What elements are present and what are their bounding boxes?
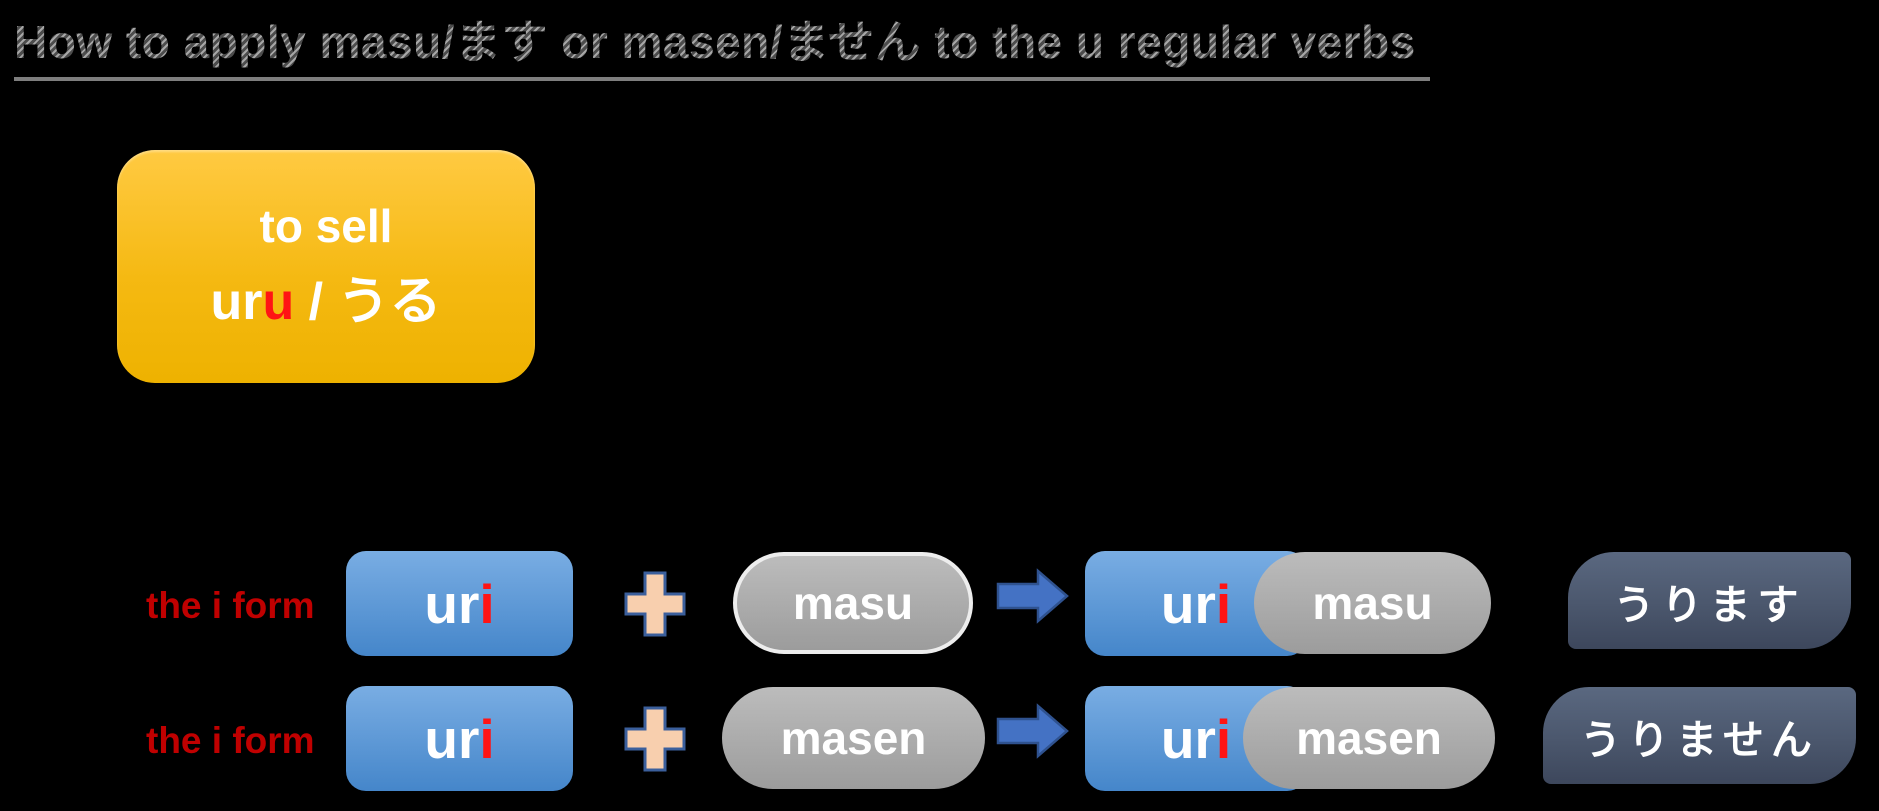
row2-result-suffix-text: masen [1296, 712, 1442, 764]
row1-i-form-label: the i form [146, 585, 315, 626]
verb-separator: / [294, 273, 338, 331]
row2-stem-text: ur [424, 707, 480, 770]
row2-suffix-text: masen [780, 712, 927, 764]
row1-kana-result-box: うります [1568, 552, 1851, 649]
verb-kana: うる [337, 273, 442, 331]
row1-result-suffix-pill: masu [1254, 552, 1491, 654]
row2-result-suffix-pill: masen [1243, 687, 1495, 789]
page-title: How to apply masu/ます or masen/ません to the… [14, 6, 1430, 81]
arrow-right-icon [996, 568, 1069, 624]
verb-ending-highlight: u [262, 273, 295, 331]
row1-kana-result-text: うります [1613, 581, 1806, 628]
row2-i-form-label: the i form [146, 720, 315, 761]
row1-result-stem-vowel: i [1215, 572, 1232, 635]
row2-kana-result-text: うりません [1580, 716, 1819, 763]
row2-stem-vowel: i [479, 707, 495, 770]
row1-stem-text: ur [424, 572, 480, 635]
row1-result-suffix-text: masu [1312, 577, 1433, 629]
row2-result-stem-vowel: i [1215, 707, 1232, 770]
plus-icon [624, 571, 686, 637]
verb-reading: uru / うる [210, 259, 441, 334]
verb-card: to sell uru / うる [117, 150, 535, 383]
row1-stem-vowel: i [479, 572, 495, 635]
plus-icon [624, 706, 686, 772]
verb-meaning: to sell [259, 200, 393, 252]
row1-suffix-pill: masu [733, 552, 973, 654]
row1-suffix-text: masu [792, 577, 914, 629]
row2-suffix-pill: masen [722, 687, 985, 789]
row1-result-stem-text: ur [1160, 572, 1216, 635]
title-bar: How to apply masu/ます or masen/ません to the… [14, 6, 1430, 81]
verb-stem: ur [210, 273, 263, 331]
row2-result-stem-text: ur [1160, 707, 1216, 770]
row2-kana-result-box: うりません [1543, 687, 1856, 784]
arrow-right-icon [996, 703, 1069, 759]
